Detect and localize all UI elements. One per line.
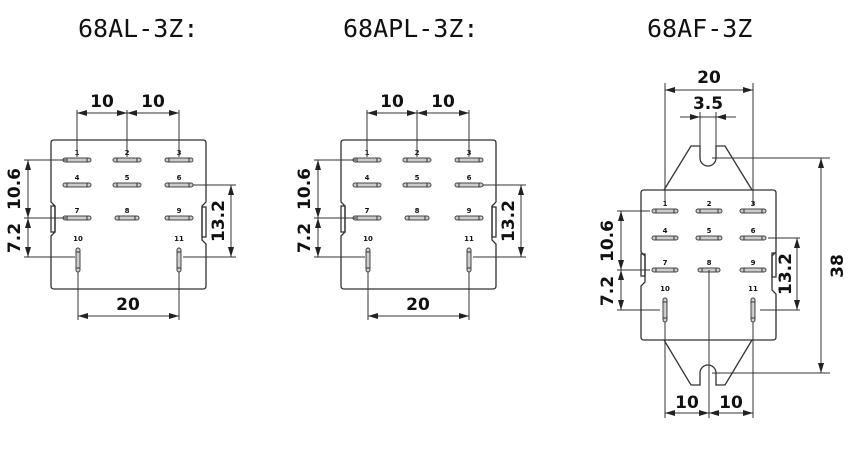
pin-5 [695,235,723,241]
pin-3 [454,157,484,163]
dim-slot-label: 3.5 [693,94,723,114]
dim-top-left-label: 10 [90,92,114,112]
socket-body-outline [50,139,207,290]
pin-label-9: 9 [467,207,472,215]
pin-4 [352,182,382,188]
dim-top-right-label: 10 [141,92,165,112]
diagram-title-68apl: 68APL-3Z: [343,14,479,43]
mounting-flange-top [663,145,753,191]
latch-right [201,206,207,238]
pin-2 [112,157,142,163]
pin-9 [454,215,484,221]
pin-label-11: 11 [174,235,184,243]
pin-label-7: 7 [663,259,668,267]
latch-left [640,253,646,277]
dim-left-lower-label: 7.2 [598,276,618,306]
pin-label-8: 8 [125,207,130,215]
pin-4 [62,182,92,188]
dim-top-label: 20 [697,68,721,88]
dim-height-label: 38 [828,254,848,278]
latch-right [771,252,777,278]
pin-label-6: 6 [751,227,756,235]
dim-left-lower-label: 7.2 [295,223,315,253]
dim-left-lower-label: 7.2 [5,223,25,253]
dim-left-upper-label: 10.6 [5,168,25,210]
pin-label-6: 6 [177,174,182,182]
pin-1 [651,208,679,214]
pin-8 [404,215,430,221]
dim-bottom-label: 20 [406,295,430,315]
dim-bottom-left-label: 10 [675,393,699,413]
pin-label-9: 9 [751,259,756,267]
pin-label-5: 5 [415,174,420,182]
dim-right-label: 13.2 [776,253,796,295]
pin-6 [739,235,767,241]
mounting-flange-bottom [663,339,753,386]
latch-left [340,205,346,233]
pin-9 [739,267,767,273]
pin-label-10: 10 [363,235,373,243]
pin-8 [114,215,140,221]
pin-label-11: 11 [748,285,758,293]
dim-bottom-right-label: 10 [719,393,743,413]
dim-bottom-label: 20 [116,295,140,315]
pin-3 [739,208,767,214]
pin-3 [164,157,194,163]
socket-body-outline [340,139,497,290]
pin-5 [402,182,432,188]
pin-label-7: 7 [75,207,80,215]
latch-left [50,205,56,233]
pin-label-5: 5 [125,174,130,182]
pin-label-5: 5 [707,227,712,235]
pin-2 [402,157,432,163]
pin-label-4: 4 [663,227,668,235]
pin-label-8: 8 [415,207,420,215]
pin-label-8: 8 [707,259,712,267]
pin-label-6: 6 [467,174,472,182]
dim-left-upper-label: 10.6 [295,168,315,210]
pin-4 [651,235,679,241]
pin-2 [695,208,723,214]
pin-label-4: 4 [365,174,370,182]
dim-top-left-label: 10 [380,92,404,112]
pin-label-9: 9 [177,207,182,215]
diagram-title-68al: 68AL-3Z: [78,14,199,43]
dim-left-upper-label: 10.6 [598,220,618,262]
pin-label-2: 2 [707,200,712,208]
pin-5 [112,182,142,188]
pin-label-10: 10 [660,285,670,293]
dim-top-right-label: 10 [431,92,455,112]
pin-label-10: 10 [73,235,83,243]
pin-label-11: 11 [464,235,474,243]
diagram-title-68af: 68AF-3Z [647,14,753,43]
pin-label-4: 4 [75,174,80,182]
dim-right-label: 13.2 [209,200,229,242]
latch-right [491,206,497,238]
pin-label-7: 7 [365,207,370,215]
pin-7 [651,267,679,273]
socket-body-outline [640,189,777,341]
pin-9 [164,215,194,221]
dim-right-label: 13.2 [499,200,519,242]
